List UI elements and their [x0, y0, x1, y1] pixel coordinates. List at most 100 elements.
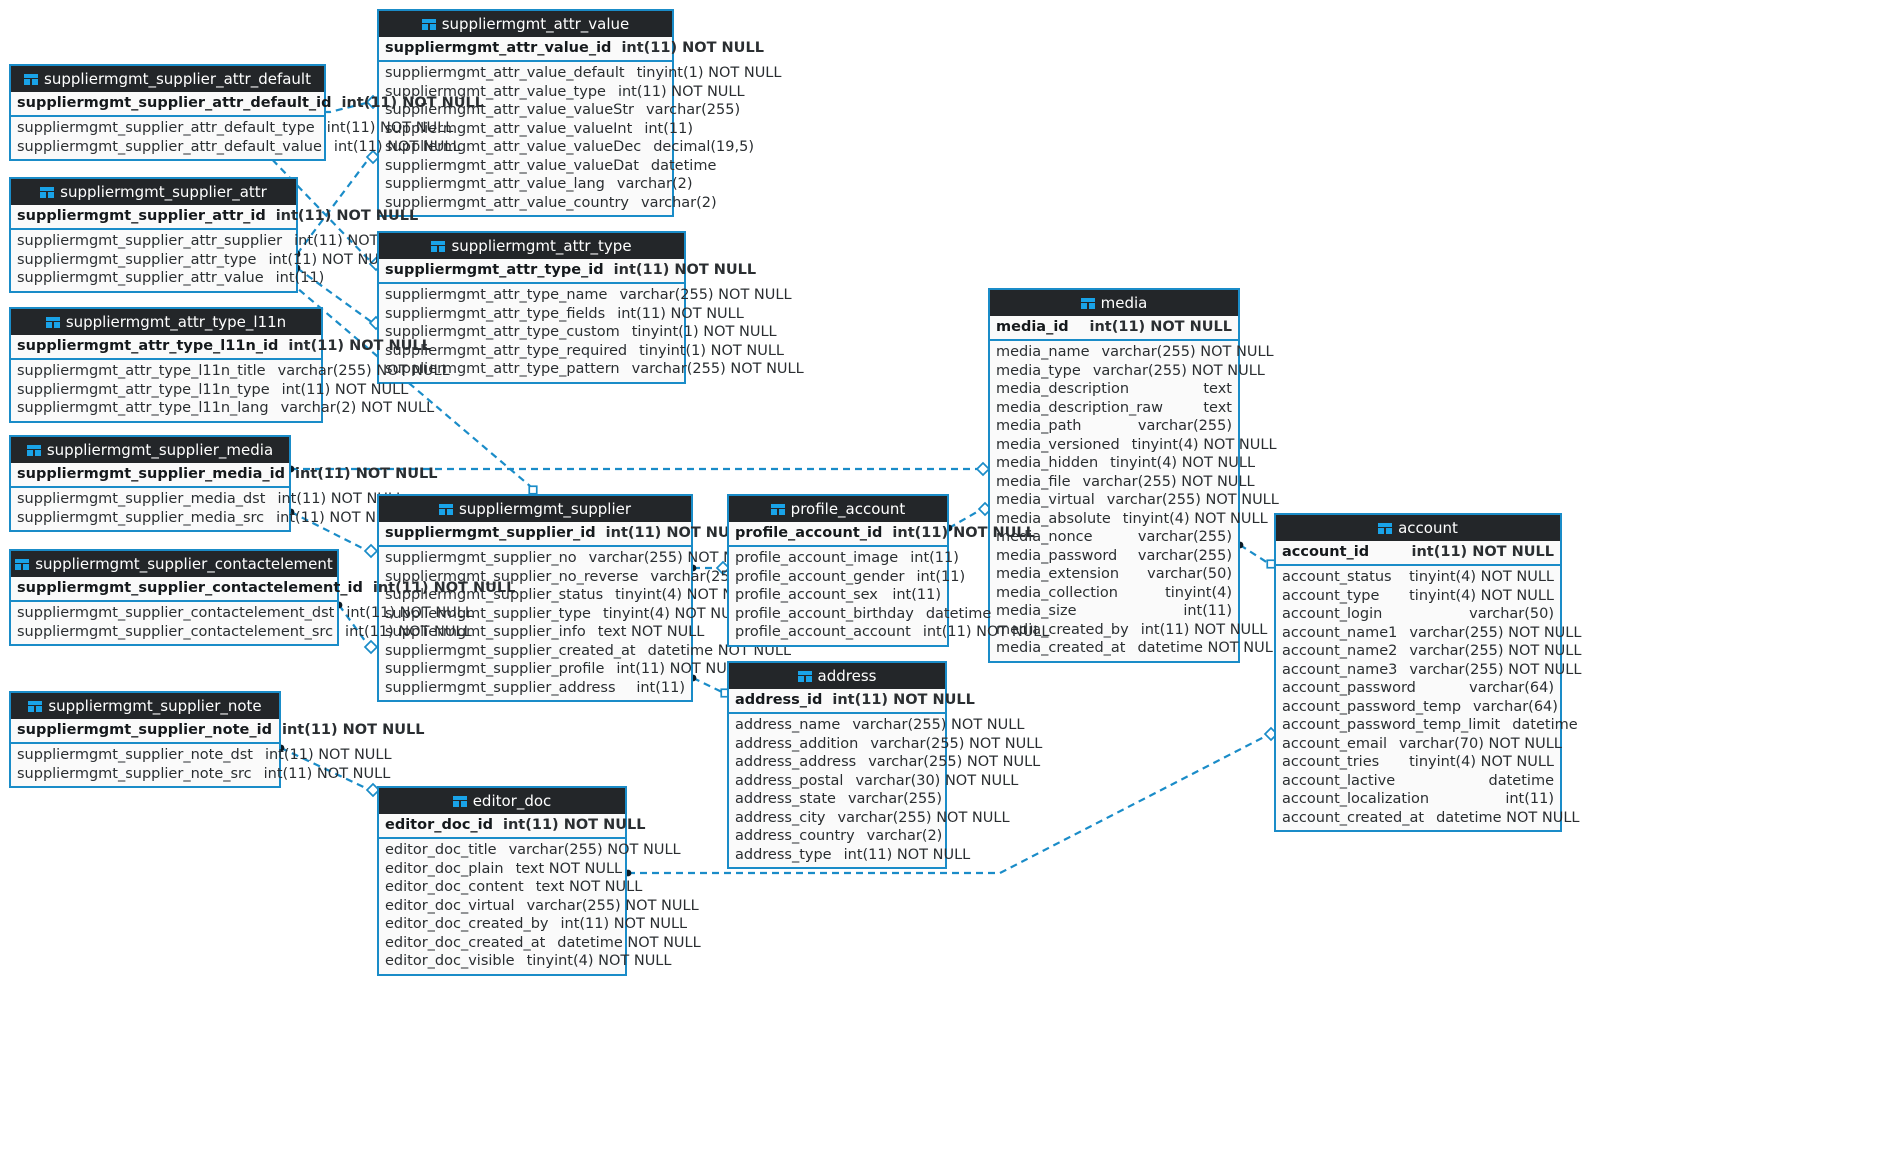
field-row[interactable]: suppliermgmt_supplier_contactelement_dst… [11, 604, 473, 623]
field-row[interactable]: suppliermgmt_supplier_attr_default_value… [11, 138, 461, 157]
field-row[interactable]: suppliermgmt_supplier_contactelement_src… [11, 623, 472, 642]
